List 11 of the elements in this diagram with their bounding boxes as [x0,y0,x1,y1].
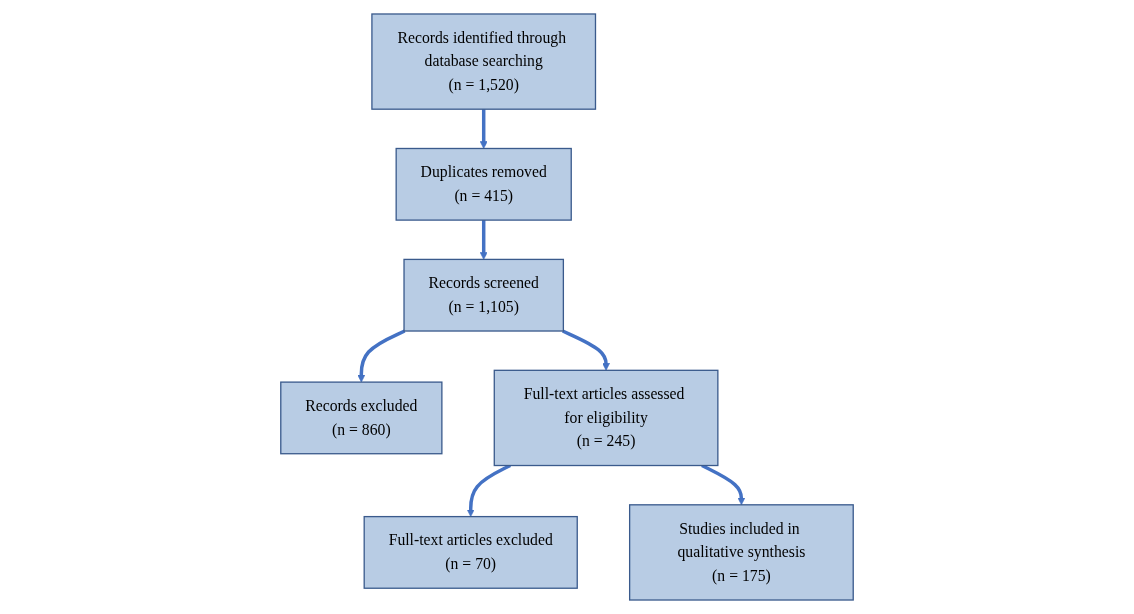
node-box: Full-text articles assessed for eligibility (n = 245) [493,369,719,467]
node-box: Records screened (n = 1,105) [403,258,565,332]
node-box: Records identified through database searching (n = 1,520) [371,13,597,110]
node-box: Duplicates removed (n = 415) [395,147,572,221]
node-box: Studies included in qualitative synthesis (n = 175) [629,504,854,601]
arrow [562,329,610,371]
arrow [479,220,488,260]
node-box: Records excluded (n = 860) [280,381,443,455]
node-box: Full-text articles excluded (n = 70) [363,515,578,589]
arrow [479,109,488,149]
arrow [357,329,406,383]
